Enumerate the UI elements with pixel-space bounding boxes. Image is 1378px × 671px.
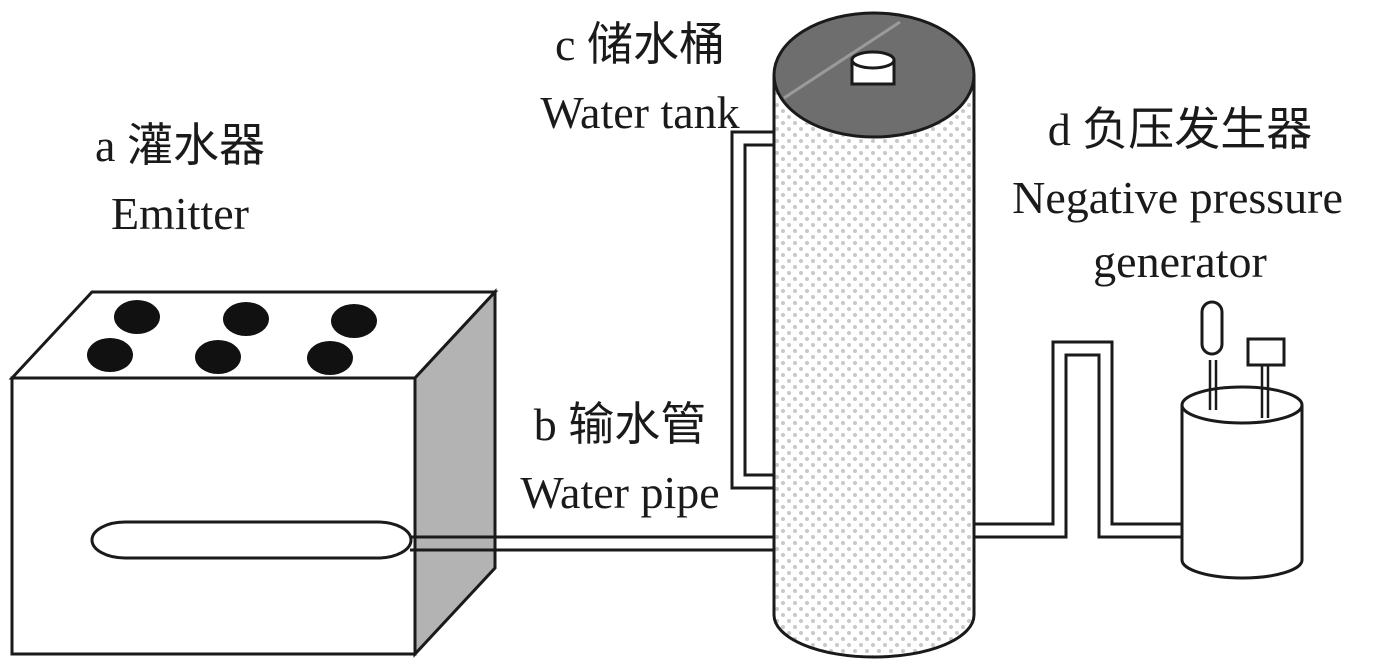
water-tank xyxy=(772,11,976,659)
water-tank-label-zh: c 储水桶 xyxy=(555,19,725,70)
generator-pipe xyxy=(974,340,1185,539)
emitter-hole-4 xyxy=(87,338,133,372)
emitter-box xyxy=(8,288,499,658)
negative-pressure-generator xyxy=(1180,300,1304,580)
emitter-hole-2 xyxy=(223,302,269,336)
water-pipe xyxy=(410,535,776,552)
water-pipe-label-zh: b 输水管 xyxy=(533,399,707,450)
generator-body xyxy=(1180,405,1304,580)
water-tank-label-en: Water tank xyxy=(540,87,740,138)
emitter-hole-5 xyxy=(195,340,241,374)
emitter-label-zh: a 灌水器 xyxy=(95,120,265,171)
water-pipe-label-en: Water pipe xyxy=(520,467,720,518)
generator-probe-2-head xyxy=(1246,337,1286,367)
tank-top-highlight xyxy=(783,20,901,100)
emitter-hole-1 xyxy=(114,300,160,334)
tank-side-tube xyxy=(730,130,776,490)
tank-body xyxy=(772,75,976,659)
generator-rim xyxy=(1180,385,1304,425)
generator-label-en-line2: generator xyxy=(1093,236,1267,287)
tank-cap-top xyxy=(850,50,896,70)
emitter-front-face xyxy=(10,376,417,656)
emitter-capsule xyxy=(90,520,413,560)
emitter-label-en: Emitter xyxy=(111,188,249,239)
generator-label-zh: d 负压发生器 xyxy=(1047,104,1313,155)
emitter-hole-6 xyxy=(307,341,353,375)
generator-label-en-line1: Negative pressure xyxy=(1012,172,1343,223)
generator-probe-1-bulb xyxy=(1200,300,1224,356)
emitter-hole-3 xyxy=(331,304,377,338)
generator-probe-2 xyxy=(1260,366,1270,418)
generator-probe-1 xyxy=(1208,360,1218,410)
